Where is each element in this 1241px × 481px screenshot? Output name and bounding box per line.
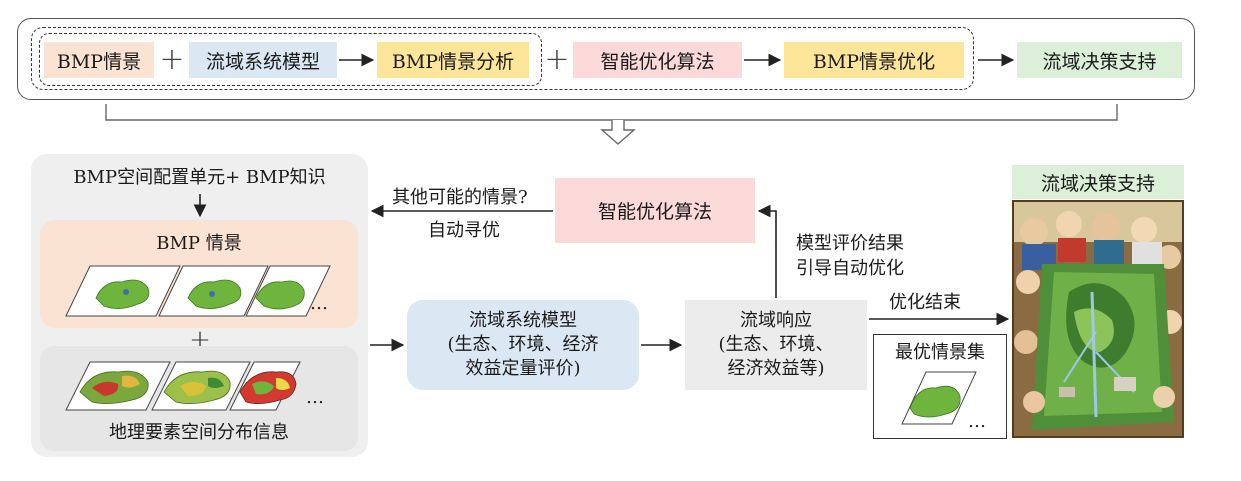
watershed-response-box: 流域响应 (生态、环境、 经济效益等) [685, 300, 867, 390]
watershed-model-line2: (生态、环境、经济 [447, 334, 599, 355]
other-scenarios-label: 其他可能的情景? [392, 187, 528, 208]
model-eval-label-line2: 引导自动优化 [796, 258, 904, 279]
left-panel-header: BMP空间配置单元+ BMP知识 [73, 167, 326, 188]
optimization-end-label: 优化结束 [889, 292, 961, 313]
top-plus-2: + [544, 41, 570, 77]
top-scenario-optimization-box: BMP情景优化 [784, 42, 964, 78]
geo-map-2 [151, 361, 251, 411]
optimal-set-ellipsis: … [968, 411, 986, 432]
auto-search-label: 自动寻优 [428, 220, 500, 241]
inner-dashed-group [39, 33, 542, 86]
meeting-illustration [1014, 202, 1182, 436]
arrow-response-to-algorithm [757, 204, 777, 298]
optimal-set-map [901, 371, 977, 425]
scenario-map-2 [158, 265, 269, 317]
top-optimization-algorithm-box: 智能优化算法 [573, 42, 742, 78]
bmp-scenario-title: BMP 情景 [156, 233, 242, 254]
outer-dashed-group [31, 27, 974, 90]
top-watershed-model-box: 流域系统模型 [189, 42, 337, 78]
geographic-info-label: 地理要素空间分布信息 [109, 422, 289, 443]
top-bmp-scenario-box: BMP情景 [44, 42, 154, 78]
top-plus-1: + [159, 41, 185, 77]
model-eval-label-line1: 模型评价结果 [796, 233, 904, 254]
decision-support-title: 流域决策支持 [1012, 165, 1184, 199]
optimal-set-title: 最优情景集 [895, 342, 985, 363]
scenario-map-1 [65, 265, 181, 317]
scenario-map-3 [245, 265, 331, 317]
response-line3: 经济效益等) [727, 358, 825, 379]
geo-ellipsis: … [306, 387, 324, 408]
watershed-model-line1: 流域系统模型 [469, 310, 577, 331]
geo-map-1 [65, 361, 171, 411]
optimization-algorithm-box: 智能优化算法 [555, 178, 755, 243]
watershed-model-box: 流域系统模型 (生态、环境、经济 效益定量评价) [407, 300, 639, 390]
top-scenario-analysis-box: BMP情景分析 [377, 42, 529, 78]
hollow-down-arrow [600, 120, 636, 145]
watershed-model-line3: 效益定量评价) [465, 358, 581, 379]
top-decision-support-box: 流域决策支持 [1017, 42, 1182, 78]
summary-bracket [105, 104, 1118, 121]
response-line1: 流域响应 [740, 310, 812, 331]
geo-map-3 [229, 361, 301, 411]
response-line2: (生态、环境、 [718, 334, 834, 355]
decision-meeting-picture [1012, 200, 1184, 438]
top-flow-frame [17, 18, 1195, 100]
